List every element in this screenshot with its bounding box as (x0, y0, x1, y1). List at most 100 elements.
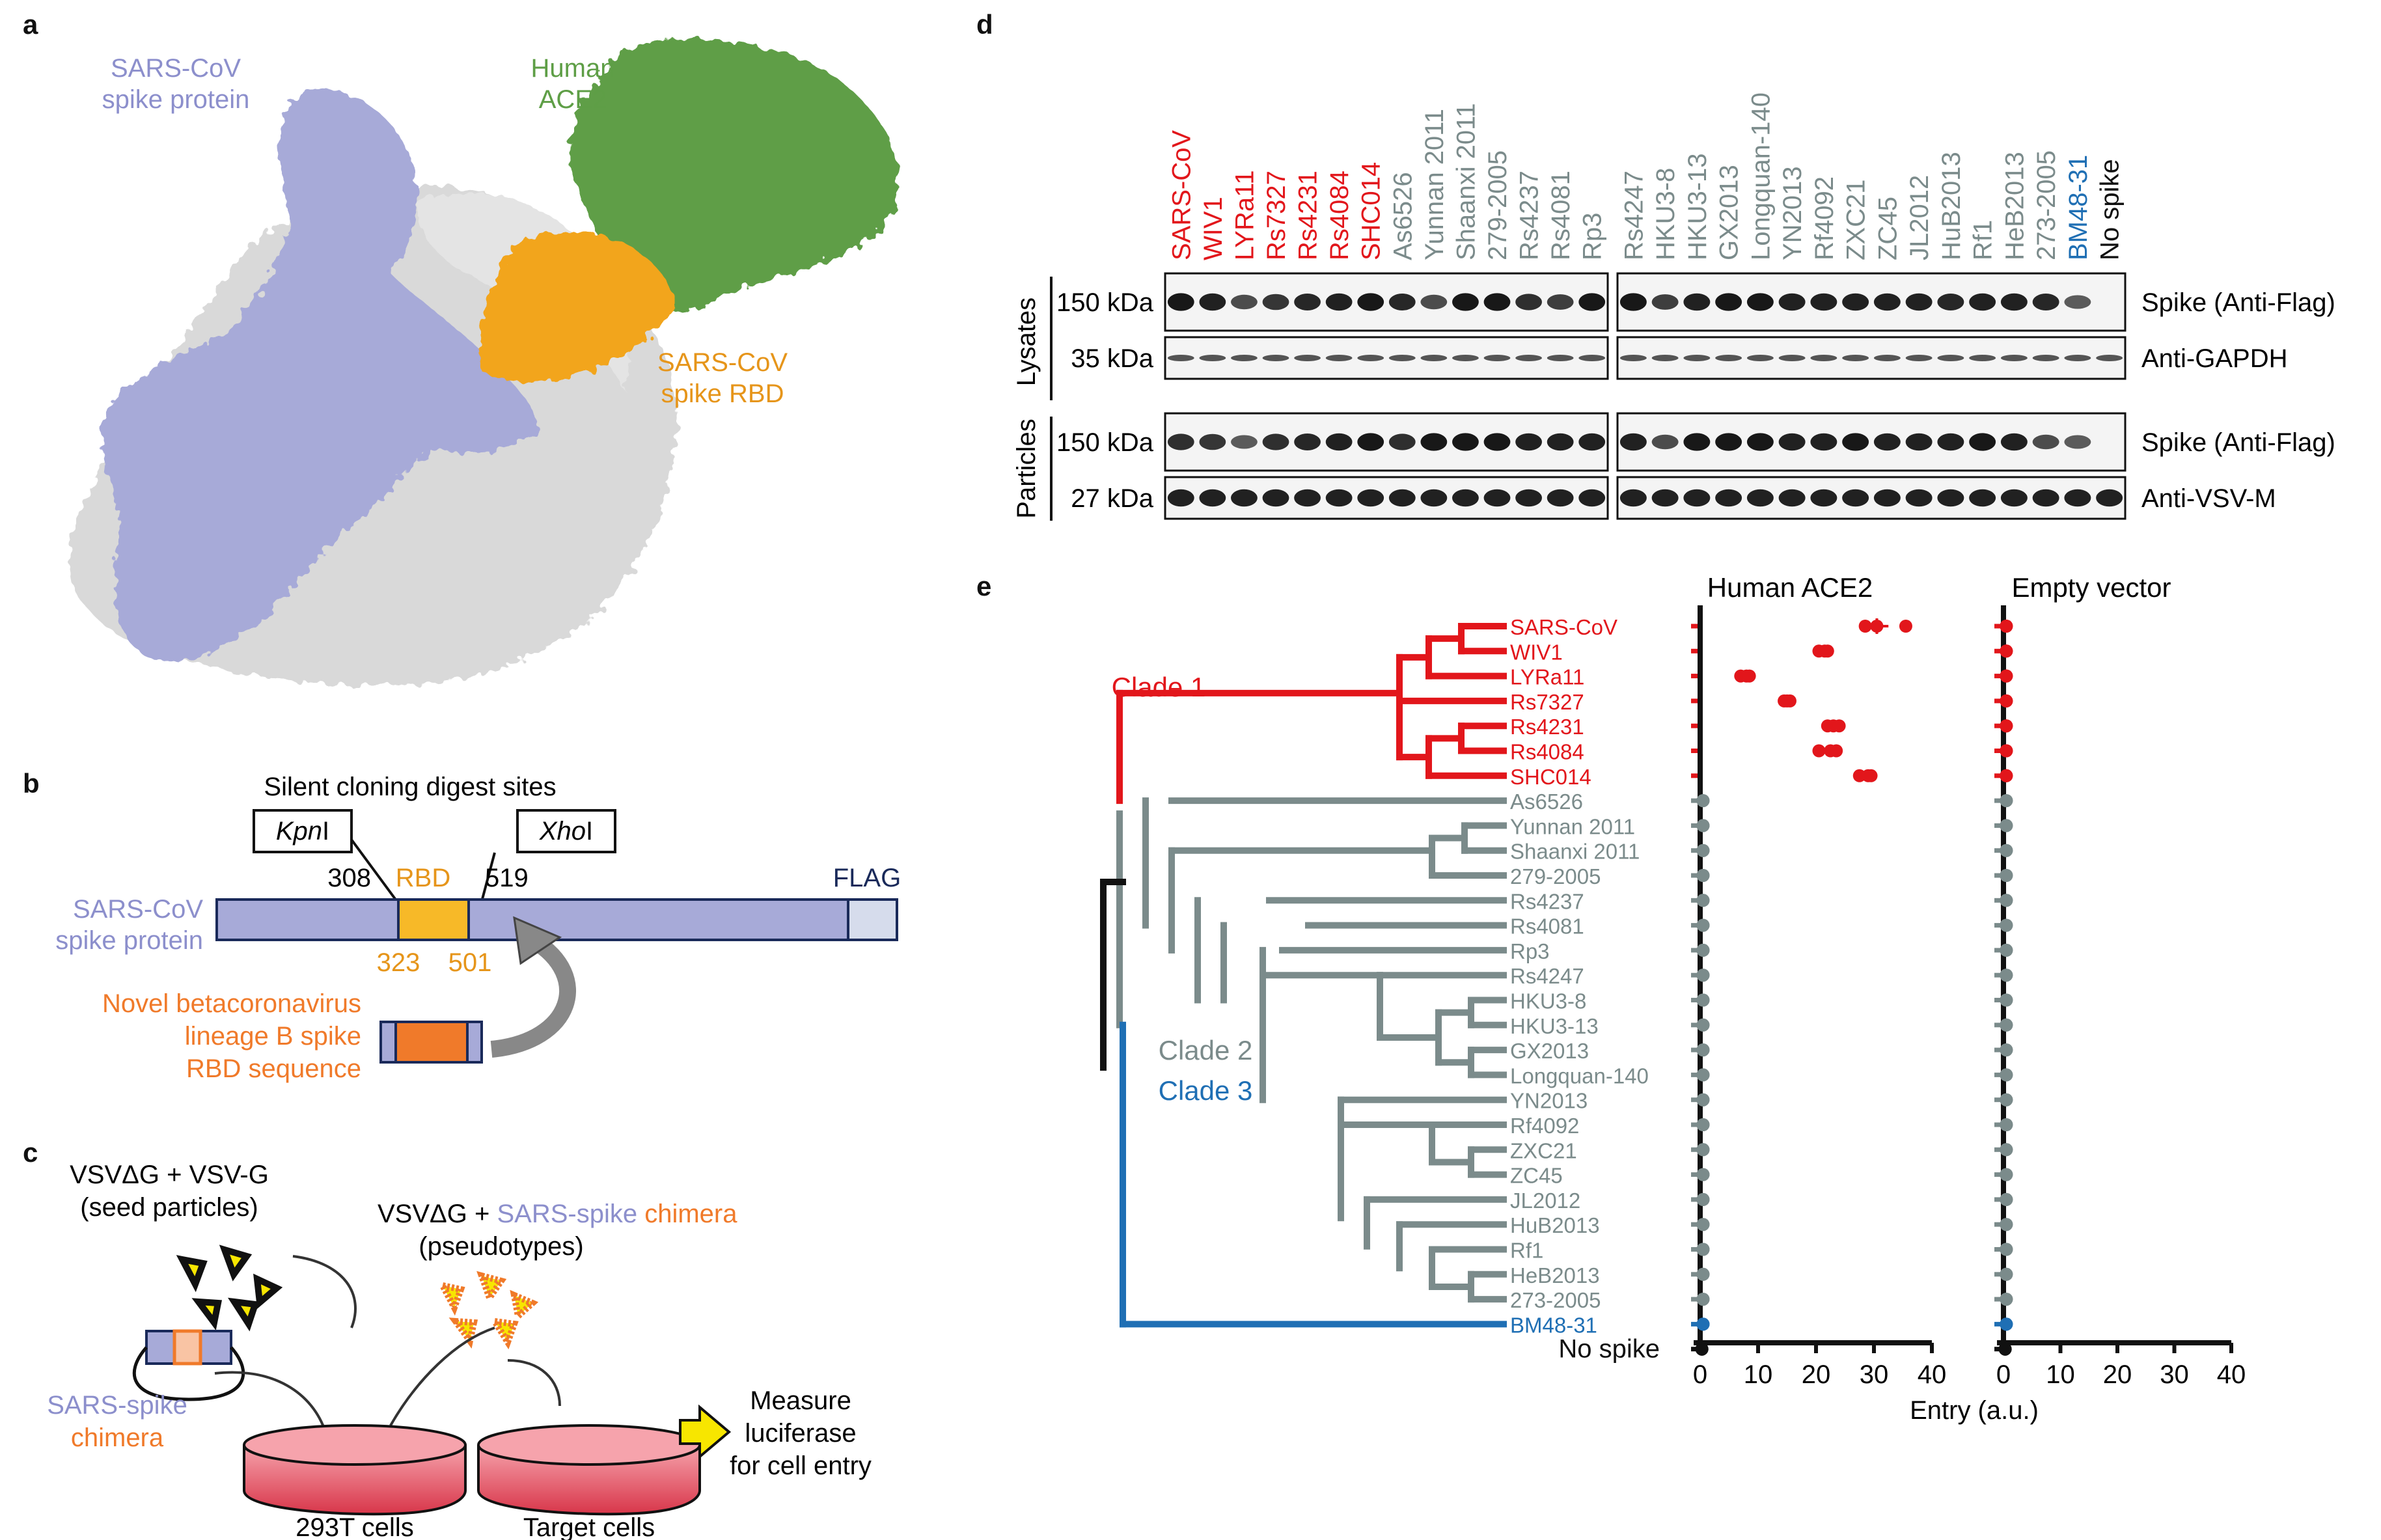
ace2-point-21-2 (1696, 1143, 1710, 1157)
pseudo-line2: (pseudotypes) (419, 1232, 583, 1261)
ace2-point-19-2 (1696, 1093, 1710, 1107)
spike-construct-bar (215, 898, 898, 941)
taxon-18: Longquan-140 (1510, 1064, 1649, 1088)
lane-label-right-15: No spike (2096, 159, 2125, 260)
empty-point-12-2 (2000, 918, 2013, 932)
ace2-point-9-2 (1696, 844, 1710, 857)
taxon-8: Yunnan 2011 (1510, 814, 1635, 838)
band-2-right-11 (1969, 433, 1996, 451)
band-1-right-7 (1842, 355, 1869, 361)
band-0-right-8 (1873, 293, 1901, 311)
chimera-label: SARS-spike chimera (47, 1391, 187, 1452)
lane-label-right-8: ZC45 (1873, 197, 1902, 260)
ace2-point-4-2 (1832, 719, 1846, 733)
band-1-left-1 (1199, 355, 1226, 361)
empty-point-2-2 (2000, 669, 2013, 683)
ace2-xtick-label-0: 0 (1693, 1360, 1707, 1389)
lane-label-left-2: LYRa11 (1230, 170, 1259, 260)
kda-label-3: 27 kDa (1071, 484, 1153, 513)
empty-point-5-2 (2000, 744, 2013, 758)
band-2-right-6 (1810, 433, 1837, 451)
band-2-right-14 (2064, 435, 2091, 449)
band-3-left-4 (1294, 489, 1321, 507)
row-label-1: Anti-GAPDH (2141, 344, 2288, 373)
band-3-left-10 (1483, 489, 1511, 507)
band-3-right-5 (1778, 489, 1806, 507)
spike-protein-shape (100, 90, 540, 661)
ace2-xtick-label-4: 40 (1918, 1360, 1947, 1389)
band-2-left-0 (1167, 433, 1194, 450)
band-3-left-6 (1357, 489, 1384, 507)
measure-line2: luciferase (745, 1419, 856, 1448)
ace2-point-7-2 (1696, 794, 1710, 808)
empty-point-16-2 (2000, 1018, 2013, 1032)
band-0-left-0 (1167, 293, 1194, 311)
band-1-left-5 (1325, 355, 1353, 361)
band-2-left-9 (1452, 433, 1479, 451)
clade1-label: Clade 1 (1112, 672, 1206, 702)
band-1-right-5 (1778, 355, 1806, 361)
band-3-right-6 (1810, 489, 1837, 507)
cloning-sites-title: Silent cloning digest sites (264, 773, 556, 801)
band-0-right-14 (2064, 295, 2091, 309)
empty-point-1-2 (2000, 644, 2013, 658)
measure-line3: for cell entry (730, 1451, 872, 1480)
kda-label-1: 35 kDa (1071, 344, 1153, 373)
band-2-left-2 (1231, 435, 1258, 449)
taxon-12: Rs4081 (1510, 914, 1584, 939)
taxon-23: JL2012 (1510, 1189, 1580, 1213)
panel-c: c VSVΔG + VSV-G (seed particles) VSVΔG +… (23, 1137, 872, 1540)
taxon-6: SHC014 (1510, 765, 1591, 789)
novel-line1: Novel betacoronavirus (102, 989, 361, 1018)
group-particles: Particles (1012, 419, 1041, 518)
taxon-29: No spike (1558, 1335, 1660, 1364)
band-3-right-12 (2000, 489, 2028, 507)
band-2-right-10 (1937, 433, 1964, 451)
measure-arrow (679, 1404, 732, 1460)
ace2-point-1-2 (1821, 644, 1834, 658)
band-3-right-14 (2064, 489, 2091, 507)
band-0-right-13 (2032, 294, 2059, 310)
band-0-left-5 (1325, 293, 1353, 311)
b-spike-label: SARS-CoV spike protein (55, 895, 203, 955)
lane-label-right-7: ZXC21 (1842, 180, 1871, 261)
protein-structure (67, 39, 898, 685)
taxon-24: HuB2013 (1510, 1213, 1600, 1237)
band-1-right-12 (2000, 355, 2028, 361)
band-2-right-1 (1651, 434, 1679, 450)
empty-point-22-2 (2000, 1168, 2013, 1181)
band-1-right-8 (1873, 355, 1901, 361)
ace2-xtick-label-1: 10 (1744, 1360, 1773, 1389)
lane-label-right-1: HKU3-8 (1651, 168, 1680, 260)
band-1-right-13 (2032, 355, 2059, 361)
ace2-point-16-2 (1696, 1018, 1710, 1032)
ace2-point-17-2 (1696, 1043, 1710, 1057)
lane-label-right-5: YN2013 (1778, 166, 1807, 260)
taxon-22: ZC45 (1510, 1164, 1563, 1188)
empty-point-20-2 (2000, 1118, 2013, 1131)
label-target: Target cells (523, 1513, 655, 1540)
band-1-left-10 (1483, 355, 1511, 361)
band-0-left-9 (1452, 293, 1479, 311)
taxon-7: As6526 (1510, 790, 1583, 814)
band-3-right-7 (1842, 489, 1869, 507)
band-1-right-1 (1651, 355, 1679, 361)
band-1-right-6 (1810, 355, 1837, 361)
svg-text:KpnI: KpnI (276, 817, 329, 846)
band-3-right-13 (2032, 489, 2059, 507)
band-2-left-3 (1262, 433, 1289, 450)
taxon-17: GX2013 (1510, 1039, 1589, 1063)
ace2-point-20-2 (1696, 1118, 1710, 1131)
band-2-right-4 (1746, 433, 1774, 451)
taxon-4: Rs4231 (1510, 715, 1584, 739)
band-2-right-2 (1683, 433, 1711, 451)
spike-label-line2: spike protein (102, 85, 250, 114)
svg-text:XhoI: XhoI (539, 817, 593, 846)
lane-label-left-11: Rs4237 (1515, 171, 1544, 260)
band-0-left-11 (1515, 294, 1542, 310)
taxon-9: Shaanxi 2011 (1510, 840, 1640, 864)
empty-xtick-label-1: 10 (2046, 1360, 2075, 1389)
rbd-shape (479, 232, 677, 382)
